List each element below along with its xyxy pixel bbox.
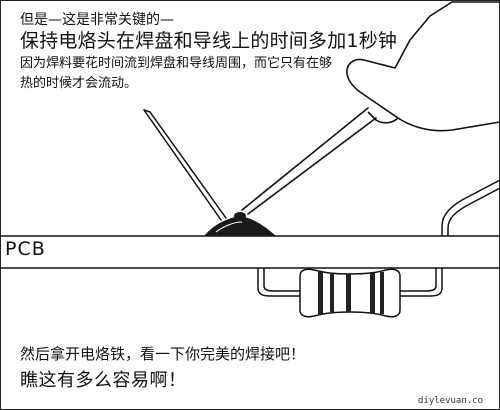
- caption-top-line-2: 保持电烙头在焊盘和导线上的时间多加1秒钟: [20, 30, 398, 52]
- caption-top-line-1: 但是—这是非常关键的—: [20, 12, 174, 28]
- caption-top-line-4: 热的时候才会流动。: [20, 76, 138, 91]
- watermark: diylevuan.co: [418, 396, 484, 406]
- resistor: [257, 268, 443, 318]
- component-lead-right: [441, 179, 500, 236]
- solder-joint: [204, 212, 276, 236]
- resistor-bands: [318, 272, 384, 314]
- hand: [346, 1, 500, 132]
- caption-top-line-3: 因为焊料要花时间流到焊盘和导线周围，而它只有在够: [20, 56, 333, 71]
- solder-wire: [143, 109, 227, 221]
- pcb-label: PCB: [5, 238, 46, 260]
- caption-bottom-line-1: 然后拿开电烙铁，看一下你完美的焊接吧！: [20, 345, 306, 363]
- caption-bottom-line-2: 瞧这有多么容易啊！: [20, 370, 187, 391]
- soldering-iron: [241, 107, 377, 215]
